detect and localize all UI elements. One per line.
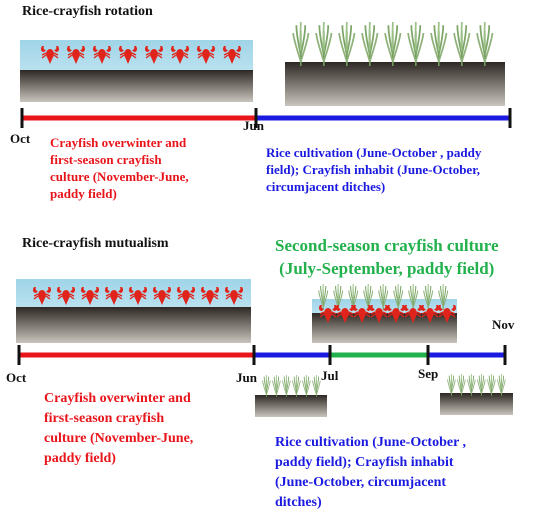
rotation-crayfish-text: Crayfish overwinter and first-season cra… <box>50 135 189 201</box>
rotation-rice-plant <box>476 22 494 66</box>
rotation-rice-plant <box>407 22 425 66</box>
rotation-rice-plant <box>453 22 471 66</box>
mutualism-rice-text: Rice cultivation (June-October , paddy f… <box>275 435 467 510</box>
rotation-rice-plant <box>338 22 356 66</box>
second-season-field-water <box>312 299 457 313</box>
rotation-flooded-field-water <box>20 40 253 70</box>
sep-nov-rice-plant <box>447 374 456 396</box>
mutualism-tick-sep: Sep <box>418 366 439 381</box>
mutualism-tick-jun: Jun <box>236 370 257 385</box>
sep-nov-rice-plant <box>477 374 486 396</box>
sep-nov-rice-plant <box>497 374 506 396</box>
rotation-rice-plant <box>361 22 379 66</box>
sep-nov-rice-plant <box>457 374 466 396</box>
second-season-field-soil <box>312 313 457 343</box>
jun-jul-rice-field-soil <box>255 395 327 417</box>
rotation-rice-field-soil <box>285 62 505 106</box>
jun-jul-rice-plant <box>312 375 321 397</box>
rotation-rice-plant <box>430 22 448 66</box>
jun-jul-rice-plant <box>262 375 271 397</box>
mutualism-tick-jul: Jul <box>321 368 339 383</box>
jun-jul-rice-plant <box>292 375 301 397</box>
rotation-flooded-field-soil <box>20 70 253 102</box>
mutualism-crayfish-text: Crayfish overwinter and first-season cra… <box>44 391 194 466</box>
mutualism-tick-oct: Oct <box>6 370 27 385</box>
jun-jul-rice-plant <box>282 375 291 397</box>
mutualism-title: Rice-crayfish mutualism <box>22 236 169 251</box>
sep-nov-rice-plant <box>467 374 476 396</box>
rotation-tick-oct: Oct <box>10 131 31 146</box>
rotation-title: Rice-crayfish rotation <box>22 4 153 19</box>
rotation-rice-plant <box>315 22 333 66</box>
sep-nov-rice-plant <box>487 374 496 396</box>
second-season-text: Second-season crayfish culture (July-Sep… <box>275 236 499 278</box>
mutualism-tick-nov: Nov <box>492 317 515 332</box>
rotation-rice-text: Rice cultivation (June-October , paddy f… <box>266 145 482 194</box>
mutualism-flooded-field-water <box>16 279 251 307</box>
jun-jul-rice-plant <box>302 375 311 397</box>
mutualism-flooded-field-soil <box>16 307 251 343</box>
sep-nov-rice-field-soil <box>440 393 513 415</box>
jun-jul-rice-plant <box>272 375 281 397</box>
rotation-tick-jun: Jun <box>243 118 264 133</box>
rotation-rice-plant <box>292 22 310 66</box>
rotation-rice-plant <box>384 22 402 66</box>
